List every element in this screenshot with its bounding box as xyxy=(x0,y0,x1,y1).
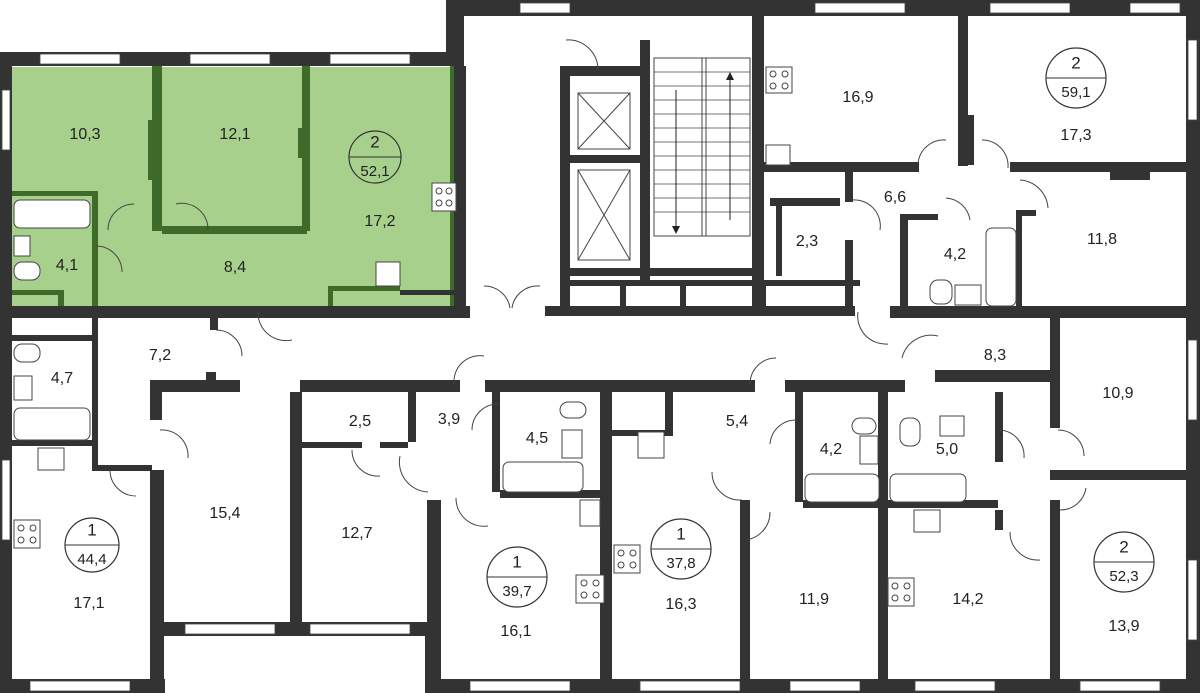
apartment-rooms: 2 xyxy=(370,132,379,151)
toilet-icon xyxy=(13,261,41,281)
toilet-icon xyxy=(929,279,953,305)
room-area: 17,2 xyxy=(364,213,395,230)
room-area: 17,3 xyxy=(1060,127,1091,144)
room-area: 13,9 xyxy=(1108,618,1139,635)
apartment-badge[interactable]: 2 52,1 xyxy=(348,130,402,184)
apartment-rooms: 1 xyxy=(676,524,685,543)
sink-icon xyxy=(913,509,941,533)
apartment-rooms: 2 xyxy=(1071,53,1080,72)
sink-icon xyxy=(954,284,982,306)
room-area: 2,5 xyxy=(349,413,371,430)
apartment-badge[interactable]: 1 37,8 xyxy=(650,518,712,580)
corridor-walls xyxy=(0,66,1186,693)
room-area: 16,1 xyxy=(500,623,531,640)
room-area: 6,6 xyxy=(884,189,906,206)
toilet-icon xyxy=(851,417,877,435)
stove-icon xyxy=(765,66,793,94)
room-area: 16,9 xyxy=(842,89,873,106)
stove-icon xyxy=(13,519,41,549)
room-area: 11,8 xyxy=(1087,231,1117,248)
apartment-rooms: 1 xyxy=(512,552,521,571)
sink-icon xyxy=(375,261,401,287)
apartment-total-area: 59,1 xyxy=(1061,84,1090,101)
sink-icon xyxy=(765,144,791,166)
room-labels: 10,3 12,1 17,2 4,1 8,4 16,9 17,3 6,6 2,3… xyxy=(51,89,1140,640)
sink-icon xyxy=(637,431,665,459)
room-area: 5,0 xyxy=(936,441,958,458)
apartment-total-area: 37,8 xyxy=(666,555,695,572)
room-area: 7,2 xyxy=(149,347,171,364)
sink-icon xyxy=(939,415,965,437)
bathtub-icon xyxy=(985,227,1017,307)
stove-icon xyxy=(887,577,915,607)
apartment-badge[interactable]: 2 59,1 xyxy=(1045,47,1107,109)
apartment-badge[interactable]: 1 44,4 xyxy=(64,517,120,573)
apartment-rooms: 1 xyxy=(87,520,96,539)
fixtures xyxy=(13,66,1017,607)
sink-icon xyxy=(579,499,601,527)
room-area: 17,1 xyxy=(73,595,104,612)
room-area: 12,7 xyxy=(341,525,372,542)
toilet-icon xyxy=(899,417,921,447)
room-area: 8,3 xyxy=(984,347,1006,364)
apartment-total-area: 52,1 xyxy=(360,163,389,180)
sink-icon xyxy=(37,447,65,471)
stairs-icon xyxy=(653,57,751,237)
room-area: 12,1 xyxy=(219,126,250,143)
room-area: 4,2 xyxy=(820,441,842,458)
room-area: 5,4 xyxy=(726,413,748,430)
room-area: 4,7 xyxy=(51,370,73,387)
apartment-walls-bottom xyxy=(12,318,1003,680)
room-area: 3,9 xyxy=(438,411,460,428)
stove-icon xyxy=(575,574,605,604)
bathtub-icon xyxy=(804,473,880,503)
apartment-total-area: 39,7 xyxy=(502,583,531,600)
stove-icon xyxy=(613,544,641,574)
room-area: 14,2 xyxy=(952,591,983,608)
apartment-rooms: 2 xyxy=(1119,537,1128,556)
apartment-badge[interactable]: 2 52,3 xyxy=(1093,531,1155,593)
sink-icon xyxy=(561,429,583,459)
room-area: 10,9 xyxy=(1102,385,1133,402)
room-area: 11,9 xyxy=(799,591,829,608)
stove-icon xyxy=(431,182,457,212)
sink-icon xyxy=(13,375,33,401)
apartment-total-area: 44,4 xyxy=(77,551,106,568)
apartment-badge[interactable]: 1 39,7 xyxy=(486,546,548,608)
toilet-icon xyxy=(13,343,41,363)
bathtub-icon xyxy=(13,407,91,441)
bathtub-icon xyxy=(502,461,584,493)
building-core xyxy=(560,16,860,310)
bathtub-icon xyxy=(889,473,967,503)
bathtub-icon xyxy=(13,199,91,229)
room-area: 4,5 xyxy=(526,430,548,447)
apartment-walls-top-right xyxy=(764,16,1186,306)
room-area: 4,1 xyxy=(56,257,78,274)
sink-icon xyxy=(13,235,31,257)
toilet-icon xyxy=(559,401,587,419)
room-area: 15,4 xyxy=(209,505,240,522)
room-area: 10,3 xyxy=(69,126,100,143)
room-area: 16,3 xyxy=(665,596,696,613)
apartment-total-area: 52,3 xyxy=(1109,568,1138,585)
door-swing-icon xyxy=(95,39,1087,561)
room-area: 2,3 xyxy=(796,233,818,250)
sink-icon xyxy=(859,435,879,465)
room-area: 8,4 xyxy=(224,259,246,276)
room-area: 4,2 xyxy=(944,246,966,263)
